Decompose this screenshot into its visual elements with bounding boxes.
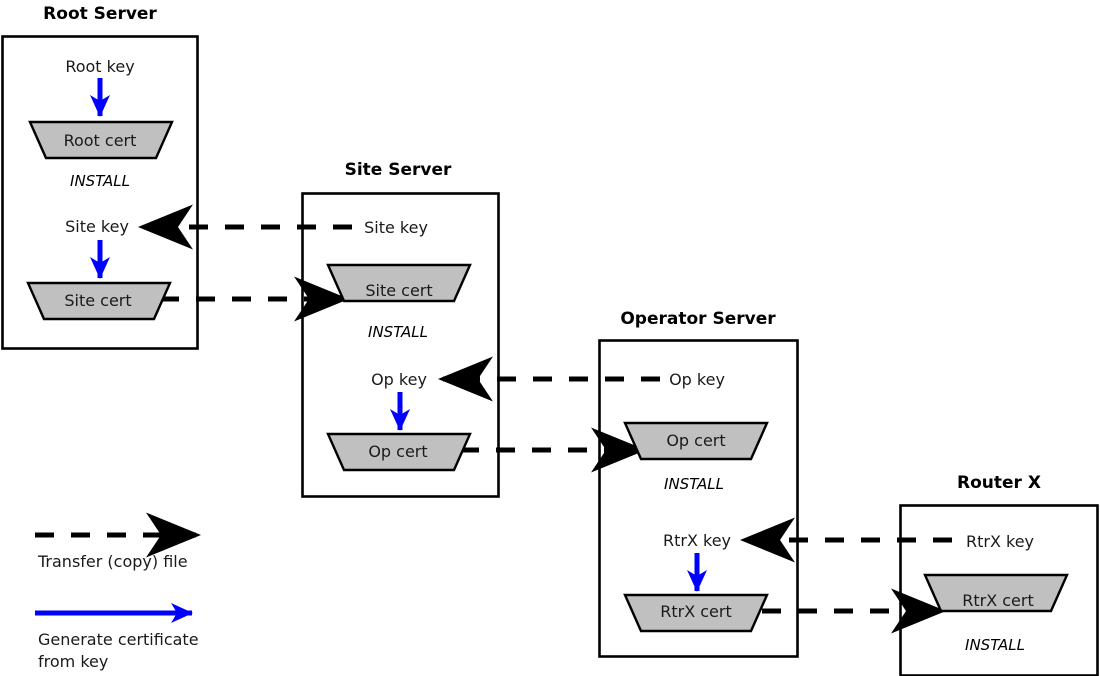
install-label-site-cert: INSTALL (368, 323, 428, 341)
key-label-root-key: Root key (65, 57, 134, 76)
legend-transfer-label: Transfer (copy) file (37, 552, 188, 571)
key-label-op-key-op: Op key (669, 370, 725, 389)
legend-generate-label-line1: Generate certificate (38, 630, 199, 649)
key-label-op-key-site: Op key (371, 370, 427, 389)
server-title-site-server: Site Server (345, 160, 452, 180)
install-label-rtrx-cert: INSTALL (965, 636, 1025, 654)
cert-shape-site-cert-root (26, 281, 172, 321)
key-label-site-key-root: Site key (65, 217, 129, 236)
server-title-router-x: Router X (957, 473, 1041, 493)
key-label-rtrx-key-router: RtrX key (966, 532, 1034, 551)
cert-shape-op-cert-op (623, 421, 769, 461)
cert-shape-rtrx-cert-router (923, 573, 1069, 613)
cert-label-rtrx-cert-op: RtrX cert (660, 602, 732, 621)
server-title-root-server: Root Server (43, 4, 157, 24)
cert-label-op-cert-op: Op cert (666, 431, 725, 450)
cert-shape-rtrx-cert-op (623, 593, 769, 633)
cert-shape-root-cert (28, 120, 174, 160)
legend-generate-label-line2: from key (38, 652, 108, 671)
cert-shape-site-cert-site (326, 263, 472, 303)
key-label-rtrx-key-op: RtrX key (663, 531, 731, 550)
server-title-operator-server: Operator Server (620, 309, 776, 329)
cert-label-site-cert-root: Site cert (64, 291, 131, 310)
key-label-site-key-site: Site key (364, 218, 428, 237)
cert-label-site-cert-site: Site cert (365, 281, 432, 300)
cert-label-op-cert-site: Op cert (368, 442, 427, 461)
install-label-op-cert: INSTALL (664, 475, 724, 493)
install-label-root-cert: INSTALL (70, 172, 130, 190)
cert-label-rtrx-cert-router: RtrX cert (962, 591, 1034, 610)
cert-shape-op-cert-site (326, 432, 472, 472)
cert-label-root-cert: Root cert (64, 131, 137, 150)
